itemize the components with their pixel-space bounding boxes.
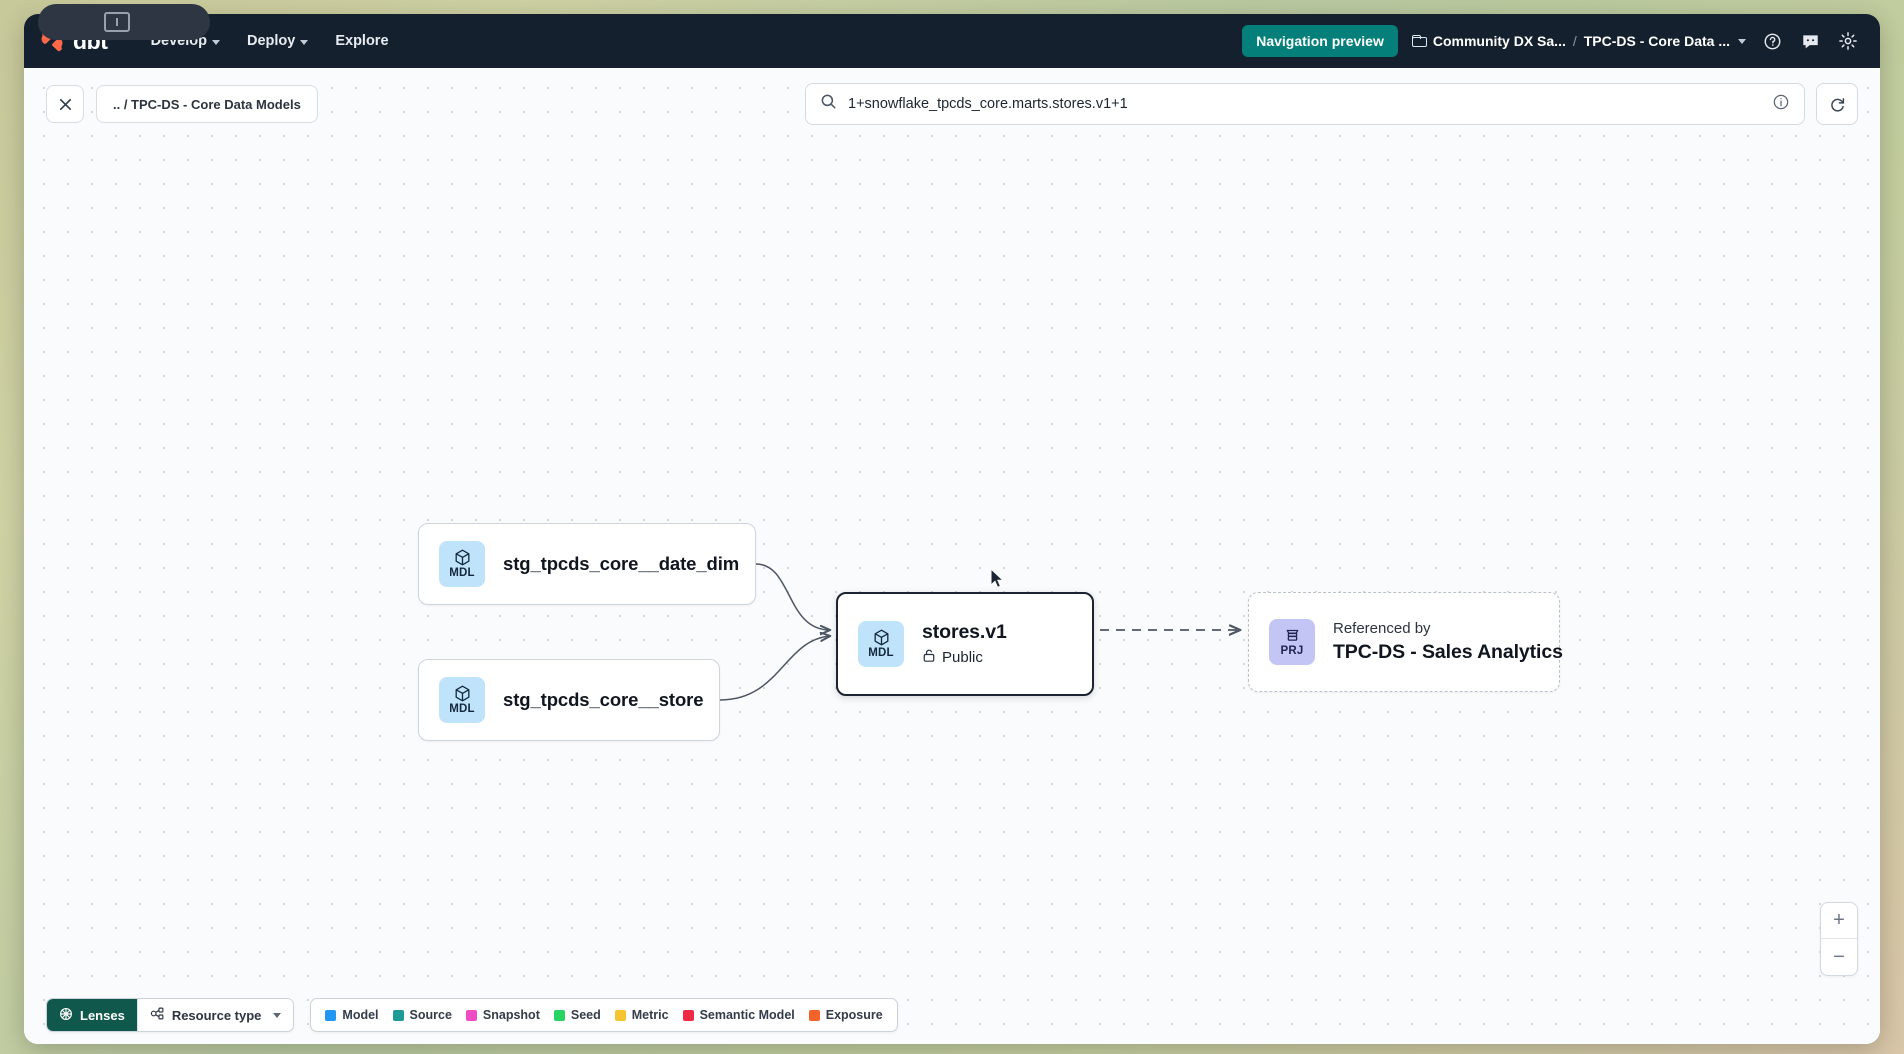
legend-item-seed: Seed — [553, 1008, 601, 1022]
lineage-node-stg-store[interactable]: MDL stg_tpcds_core__store — [418, 659, 720, 741]
gear-icon[interactable] — [1836, 29, 1860, 53]
legend-label: Snapshot — [482, 1008, 540, 1022]
lineage-toolbar: .. / TPC-DS - Core Data Models — [24, 68, 1880, 140]
model-badge-label: MDL — [449, 567, 475, 580]
legend-swatch — [465, 1009, 477, 1021]
node-kicker: Referenced by — [1333, 620, 1431, 637]
chevron-down-icon — [273, 1012, 282, 1018]
lineage-graph: MDL stg_tpcds_core__date_dim MDL — [24, 140, 1880, 986]
cube-icon — [455, 549, 469, 566]
lineage-canvas[interactable] — [24, 68, 1880, 1044]
browser-window: dbt Develop Deploy Explore Navigation pr… — [24, 14, 1880, 1044]
model-badge-label: MDL — [868, 647, 894, 660]
refresh-button[interactable] — [1816, 83, 1858, 125]
legend-item-snapshot: Snapshot — [465, 1008, 540, 1022]
legend-swatch — [682, 1009, 694, 1021]
chevron-down-icon — [300, 39, 309, 45]
explore-app-body: .. / TPC-DS - Core Data Models — [24, 68, 1880, 1044]
breadcrumb-separator: / — [1572, 33, 1577, 49]
node-text-group: Referenced by TPC-DS - Sales Analytics — [1333, 620, 1563, 664]
nav-item-explore[interactable]: Explore — [324, 26, 399, 56]
search-input[interactable] — [848, 96, 1761, 112]
chevron-down-icon — [211, 39, 220, 45]
navigation-preview-button[interactable]: Navigation preview — [1242, 25, 1398, 57]
node-title: stg_tpcds_core__store — [503, 689, 704, 710]
breadcrumb: Community DX Sa... / TPC-DS - Core Data … — [1411, 33, 1746, 49]
node-text-group: stg_tpcds_core__store — [503, 689, 704, 711]
breadcrumb-account-label: Community DX Sa... — [1432, 33, 1566, 49]
breadcrumb-item-account[interactable]: Community DX Sa... — [1411, 33, 1566, 49]
lineage-node-stores-v1[interactable]: MDL stores.v1 Public — [836, 592, 1094, 696]
lineage-edges — [719, 563, 1880, 701]
legend-item-model: Model — [325, 1008, 379, 1022]
lenses-button[interactable]: Lenses — [47, 999, 137, 1031]
model-badge: MDL — [439, 677, 485, 723]
project-badge: PRJ — [1269, 619, 1315, 665]
legend-label: Source — [409, 1008, 452, 1022]
breadcrumb-item-project[interactable]: TPC-DS - Core Data ... — [1584, 33, 1746, 49]
legend-label: Model — [342, 1008, 379, 1022]
window-tab-icon — [104, 12, 130, 32]
node-title: TPC-DS - Sales Analytics — [1333, 641, 1563, 663]
model-badge: MDL — [858, 621, 904, 667]
node-text-group: stg_tpcds_core__date_dim — [503, 553, 740, 575]
legend-swatch — [614, 1009, 626, 1021]
legend-label: Exposure — [825, 1008, 883, 1022]
legend-item-semantic-model: Semantic Model — [682, 1008, 795, 1022]
zoom-controls: + − — [1820, 902, 1858, 976]
folder-icon — [1411, 35, 1427, 47]
help-icon[interactable] — [1760, 29, 1784, 53]
nav-item-deploy[interactable]: Deploy — [236, 26, 319, 56]
breadcrumb-project-label: TPC-DS - Core Data ... — [1583, 33, 1730, 49]
unlock-icon — [922, 648, 936, 667]
search-icon — [820, 93, 837, 115]
feedback-icon[interactable] — [1798, 29, 1822, 53]
lineage-bottom-bar: Lenses Resource type — [24, 986, 1880, 1044]
window-tab-chip[interactable] — [38, 4, 210, 40]
top-navigation-bar: dbt Develop Deploy Explore Navigation pr… — [24, 14, 1880, 68]
legend-swatch — [808, 1009, 820, 1021]
lens-icon — [59, 1007, 73, 1024]
legend-swatch — [325, 1009, 337, 1021]
nav-item-explore-label: Explore — [335, 33, 389, 49]
node-title: stg_tpcds_core__date_dim — [503, 553, 740, 574]
model-badge-label: MDL — [449, 703, 475, 716]
node-text-group: stores.v1 Public — [922, 621, 1007, 667]
node-title: stores.v1 — [922, 621, 1007, 643]
info-icon[interactable] — [1772, 93, 1790, 116]
chevron-down-icon — [1738, 38, 1746, 44]
legend-item-exposure: Exposure — [808, 1008, 883, 1022]
legend-label: Metric — [631, 1008, 669, 1022]
model-badge: MDL — [439, 541, 485, 587]
legend-label: Semantic Model — [699, 1008, 795, 1022]
legend-swatch — [553, 1009, 565, 1021]
node-access-label: Public — [942, 649, 983, 666]
node-access-row: Public — [922, 648, 1007, 667]
resource-path-pill[interactable]: .. / TPC-DS - Core Data Models — [96, 85, 318, 123]
lenses-label: Lenses — [80, 1007, 125, 1023]
legend-swatch — [392, 1009, 404, 1021]
legend-item-metric: Metric — [614, 1008, 669, 1022]
zoom-in-button[interactable]: + — [1821, 903, 1857, 939]
project-stack-icon — [1286, 630, 1298, 642]
resource-type-label: Resource type — [171, 1007, 262, 1023]
node-graph-icon — [150, 1006, 165, 1024]
resource-type-dropdown[interactable]: Resource type — [136, 999, 294, 1031]
legend-label: Seed — [570, 1008, 601, 1022]
nav-item-deploy-label: Deploy — [246, 33, 296, 49]
legend-item-source: Source — [392, 1008, 452, 1022]
cube-icon — [455, 685, 469, 702]
lineage-search-box[interactable] — [805, 83, 1805, 125]
lenses-control-group: Lenses Resource type — [46, 998, 295, 1032]
lineage-node-referenced-project[interactable]: PRJ Referenced by TPC-DS - Sales Analyti… — [1248, 592, 1563, 692]
lineage-search-group — [805, 83, 1858, 125]
zoom-out-button[interactable]: − — [1833, 945, 1845, 968]
top-nav-right-group: Navigation preview Community DX Sa... / … — [1242, 25, 1860, 57]
lineage-node-stg-date-dim[interactable]: MDL stg_tpcds_core__date_dim — [418, 523, 756, 605]
project-badge-label: PRJ — [1280, 645, 1304, 658]
close-lineage-button[interactable] — [46, 85, 84, 123]
cube-icon — [874, 629, 888, 646]
resource-type-legend: Model Source Snapshot Seed — [310, 998, 898, 1032]
